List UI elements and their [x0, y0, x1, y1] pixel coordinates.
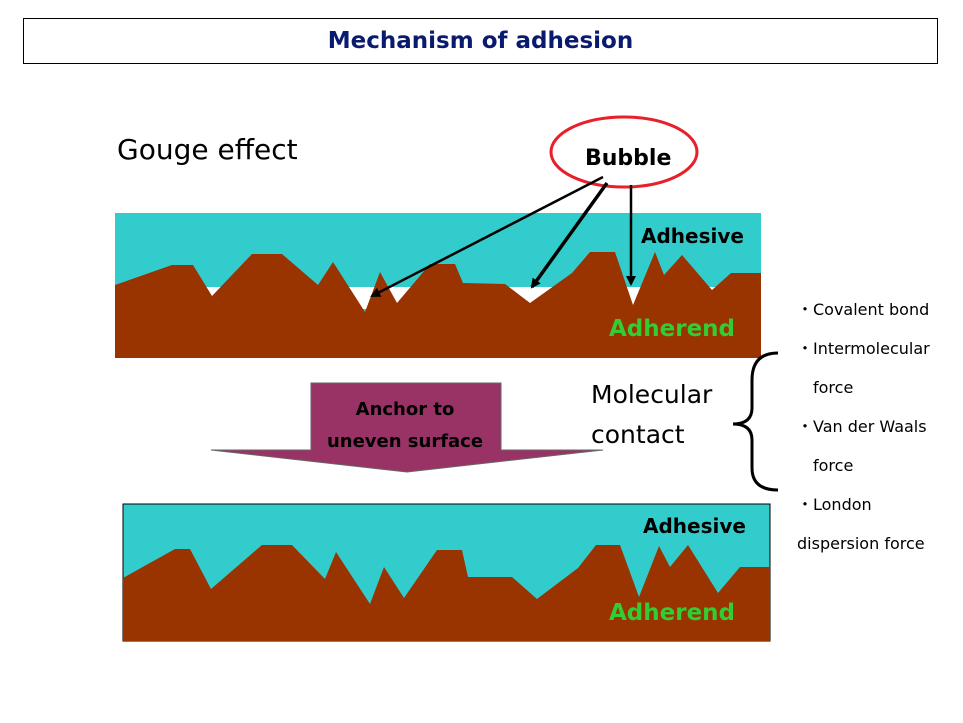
bubble-arrow-middle [530, 181, 609, 289]
anchor-down-arrow [210, 382, 604, 473]
force-item: dispersion force [797, 534, 925, 553]
top-adhesive-label: Adhesive [641, 224, 744, 248]
force-item: force [797, 378, 854, 397]
bubble-label: Bubble [585, 146, 671, 171]
bubble-ellipse [549, 115, 699, 189]
anchor-label-line2: uneven surface [327, 431, 483, 452]
curly-brace [732, 351, 779, 492]
bottom-adhesive-label: Adhesive [643, 514, 746, 538]
bubble-arrow-left [370, 175, 604, 298]
top-adherend-layer [115, 252, 761, 358]
force-item: ・London [797, 495, 872, 514]
molecular-contact-line2: contact [591, 420, 685, 449]
top-panel: Adhesive Adherend [115, 213, 761, 358]
force-item: ・Intermolecular [797, 339, 930, 358]
bonding-forces-list: ・Covalent bond ・Intermolecular force ・Va… [797, 290, 930, 563]
top-adherend-label: Adherend [609, 316, 735, 342]
force-item: ・Covalent bond [797, 300, 930, 319]
page-title: Mechanism of adhesion [23, 18, 938, 64]
gouge-effect-heading: Gouge effect [117, 133, 298, 166]
force-item: ・Van der Waals [797, 417, 927, 436]
bottom-adherend-label: Adherend [609, 600, 735, 626]
molecular-contact-line1: Molecular [591, 380, 713, 409]
bottom-adherend-layer [123, 545, 770, 641]
bottom-panel: Adhesive Adherend [122, 503, 771, 642]
force-item: force [797, 456, 854, 475]
anchor-label-line1: Anchor to [356, 399, 455, 420]
